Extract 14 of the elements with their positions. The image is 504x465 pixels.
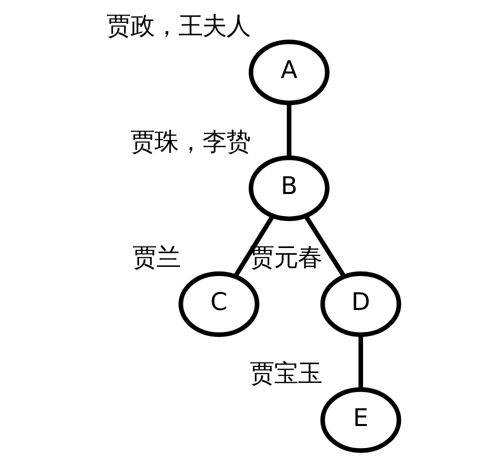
connector [286, 102, 291, 158]
node-label: 贾兰 [132, 242, 180, 272]
node-ellipse: A [248, 40, 330, 106]
node-ellipse: E [320, 387, 401, 453]
node-ellipse: B [248, 155, 330, 222]
connector [232, 214, 274, 278]
node-ellipse: C [178, 271, 259, 337]
node-label: 贾政，王夫人 [106, 10, 250, 40]
node-ellipse: D [320, 271, 401, 337]
connector [358, 334, 363, 390]
node-label: 贾宝玉 [250, 358, 322, 388]
node-label: 贾珠，李贽 [130, 126, 250, 156]
node-label: 贾元春 [250, 242, 322, 272]
connector [303, 214, 346, 278]
